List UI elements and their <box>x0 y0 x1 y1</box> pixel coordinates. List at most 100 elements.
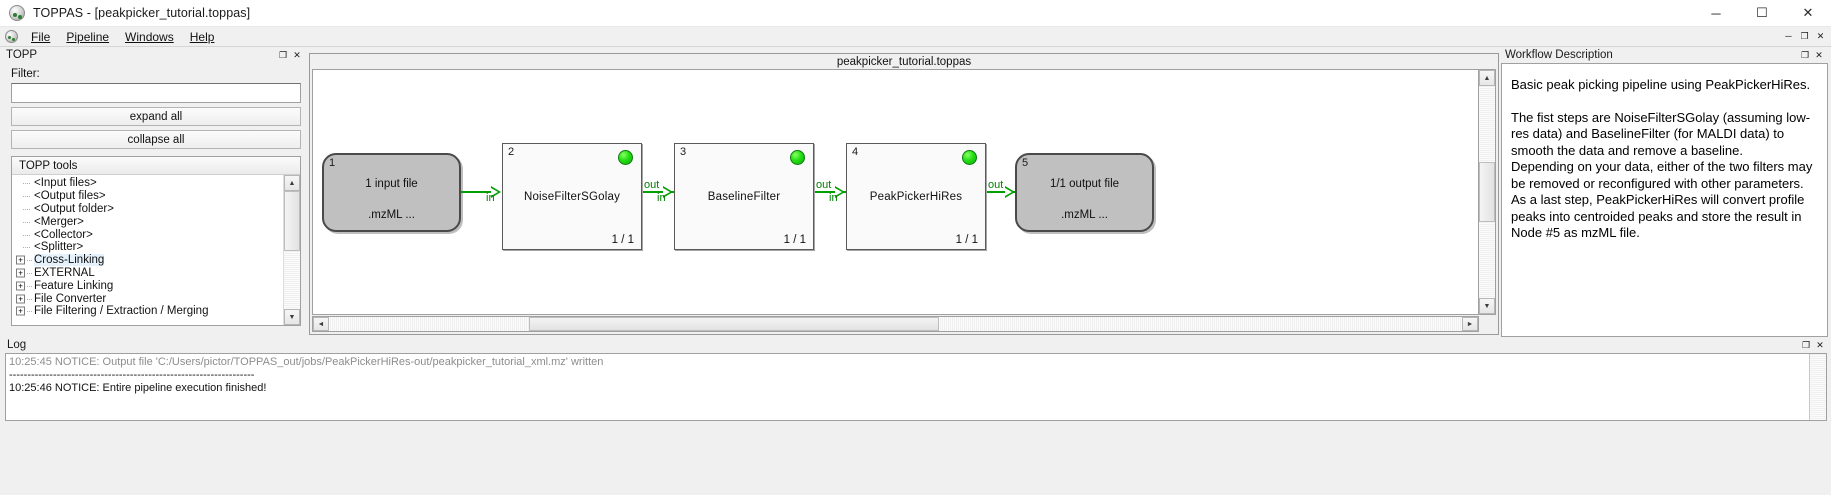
tree-header: TOPP tools <box>12 157 300 175</box>
node-3-number: 3 <box>680 146 687 158</box>
edge-2-to-3 <box>643 191 675 193</box>
canvas-scroll-right-icon[interactable]: ► <box>1462 317 1478 331</box>
menu-bar: File Pipeline Windows Help ─ ❐ ✕ <box>0 27 1831 47</box>
tree-scroll-thumb[interactable] <box>284 191 300 251</box>
tree-body: <Input files> <Output files> <Output fol… <box>12 175 300 325</box>
node-5-output-file[interactable]: 5 1/1 output file .mzML ... <box>1015 153 1154 232</box>
canvas-scroll-left-icon[interactable]: ◄ <box>313 317 329 331</box>
tree-item-feature-linking[interactable]: + Feature Linking <box>12 279 300 292</box>
tree-item-label: <Output folder> <box>34 202 114 215</box>
tree-item-file-filtering[interactable]: + File Filtering / Extraction / Merging <box>12 305 300 318</box>
filter-input[interactable] <box>11 83 301 103</box>
edge-3-to-4 <box>815 191 847 193</box>
topp-panel-title-bar: TOPP ❐ ✕ <box>2 47 306 63</box>
tree-item-file-converter[interactable]: + File Converter <box>12 292 300 305</box>
node-2-noisefiltersgolay[interactable]: 2 NoiseFilterSGolay 1 / 1 <box>502 143 642 250</box>
canvas-horizontal-scrollbar[interactable]: ◄ ► <box>312 316 1479 332</box>
tree-item-input-files[interactable]: <Input files> <box>12 177 300 190</box>
description-paragraph-4: As a last step, PeakPickerHiRes will con… <box>1511 192 1805 240</box>
pipeline-window: peakpicker_tutorial.toppas 1 1 input fil… <box>309 53 1499 335</box>
workflow-description-text[interactable]: Basic peak picking pipeline using PeakPi… <box>1501 63 1828 337</box>
mdi-restore-button[interactable]: ❐ <box>1800 31 1809 41</box>
workflow-description-close-icon[interactable]: ✕ <box>1815 49 1823 60</box>
edge-4-to-5-out-label: out <box>988 179 1004 191</box>
log-panel-close-icon[interactable]: ✕ <box>1816 339 1824 350</box>
tree-scroll-up-icon[interactable]: ▲ <box>284 175 300 191</box>
topp-panel-float-icon[interactable]: ❐ <box>278 49 288 60</box>
tree-item-label: File Filtering / Extraction / Merging <box>34 305 209 318</box>
menu-file-label: File <box>31 29 51 44</box>
tree-item-output-folder[interactable]: <Output folder> <box>12 203 300 216</box>
minimize-button[interactable]: ─ <box>1711 5 1721 21</box>
canvas-hscroll-track[interactable] <box>329 317 1462 331</box>
menu-windows[interactable]: Windows <box>117 29 182 45</box>
canvas-vscroll-thumb[interactable] <box>1479 162 1495 222</box>
canvas-hscroll-thumb[interactable] <box>529 317 939 331</box>
edge-2-to-3-out-label: out <box>644 179 660 191</box>
edge-3-to-4-out-label: out <box>816 179 832 191</box>
tree-item-external[interactable]: + EXTERNAL <box>12 267 300 280</box>
tree-scroll-down-icon[interactable]: ▼ <box>284 309 300 325</box>
canvas-scroll-up-icon[interactable]: ▲ <box>1479 70 1495 86</box>
node-1-title: 1 input file <box>365 177 418 190</box>
tree-item-merger[interactable]: <Merger> <box>12 215 300 228</box>
tree-item-label: File Converter <box>34 292 107 305</box>
tree-item-label: <Input files> <box>34 177 97 190</box>
menu-pipeline[interactable]: Pipeline <box>58 29 117 45</box>
node-2-title: NoiseFilterSGolay <box>523 190 621 203</box>
topp-tools-tree: TOPP tools <Input files> <Output files> … <box>11 156 301 326</box>
node-5-number: 5 <box>1022 157 1029 169</box>
tree-item-collector[interactable]: <Collector> <box>12 228 300 241</box>
description-paragraph-3: Depending on your data, either of the tw… <box>1511 159 1813 191</box>
tree-item-output-files[interactable]: <Output files> <box>12 190 300 203</box>
expand-all-button[interactable]: expand all <box>11 107 301 126</box>
edge-1-to-2-in-label: in <box>486 192 495 204</box>
tree-scroll-track[interactable] <box>284 251 300 309</box>
mdi-close-button[interactable]: ✕ <box>1816 31 1825 41</box>
log-output[interactable]: 10:25:45 NOTICE: Output file 'C:/Users/p… <box>5 353 1827 421</box>
node-4-title: PeakPickerHiRes <box>869 190 963 203</box>
canvas-vscroll-track-bottom[interactable] <box>1479 222 1495 298</box>
workflow-description-title-bar: Workflow Description ❐ ✕ <box>1501 47 1828 63</box>
topp-panel-close-icon[interactable]: ✕ <box>293 49 301 60</box>
maximize-button[interactable]: ☐ <box>1756 5 1768 20</box>
tree-item-label: Cross-Linking <box>34 254 105 267</box>
log-panel-float-icon[interactable]: ❐ <box>1801 339 1811 350</box>
tree-list: <Input files> <Output files> <Output fol… <box>12 175 300 318</box>
title-bar: TOPPAS - [peakpicker_tutorial.toppas] ─ … <box>0 0 1831 27</box>
edge-2-to-3-in-label: in <box>657 192 666 204</box>
node-4-peakpickerhires[interactable]: 4 PeakPickerHiRes 1 / 1 <box>846 143 986 250</box>
node-3-baselinefilter[interactable]: 3 BaselineFilter 1 / 1 <box>674 143 814 250</box>
tree-scrollbar[interactable]: ▲ ▼ <box>283 175 300 325</box>
log-line: ----------------------------------------… <box>9 369 255 381</box>
workflow-description-panel: Workflow Description ❐ ✕ Basic peak pick… <box>1501 47 1831 337</box>
node-5-title: 1/1 output file <box>1049 177 1120 190</box>
menu-help[interactable]: Help <box>182 29 223 45</box>
canvas-vertical-scrollbar[interactable]: ▲ ▼ <box>1479 69 1496 315</box>
canvas-scroll-down-icon[interactable]: ▼ <box>1479 298 1495 314</box>
collapse-all-button[interactable]: collapse all <box>11 130 301 149</box>
log-scroll-track[interactable] <box>1810 354 1826 420</box>
edge-4-to-5 <box>987 191 1017 193</box>
node-4-status-led-icon <box>962 150 977 165</box>
canvas-vscroll-track-top[interactable] <box>1479 86 1495 162</box>
log-panel-title: Log <box>7 339 27 351</box>
pipeline-area: peakpicker_tutorial.toppas 1 1 input fil… <box>306 47 1501 337</box>
mdi-minimize-button[interactable]: ─ <box>1785 31 1792 41</box>
node-1-input-file[interactable]: 1 1 input file .mzML ... <box>322 153 461 232</box>
tree-item-splitter[interactable]: <Splitter> <box>12 241 300 254</box>
log-scrollbar[interactable] <box>1809 354 1826 420</box>
menu-file[interactable]: File <box>23 29 58 45</box>
node-4-number: 4 <box>852 146 859 158</box>
tree-item-cross-linking[interactable]: + Cross-Linking <box>12 254 300 267</box>
workflow-description-float-icon[interactable]: ❐ <box>1800 49 1810 60</box>
description-paragraph-2: The fist steps are NoiseFilterSGolay (as… <box>1511 109 1811 158</box>
tree-item-label: <Collector> <box>34 228 93 241</box>
log-lines: 10:25:45 NOTICE: Output file 'C:/Users/p… <box>6 354 1809 420</box>
pipeline-canvas[interactable]: 1 1 input file .mzML ... in 2 <box>312 69 1479 315</box>
node-3-progress: 1 / 1 <box>783 234 806 246</box>
close-button[interactable]: ✕ <box>1802 5 1814 20</box>
log-line: 10:25:46 NOTICE: Entire pipeline executi… <box>9 382 267 394</box>
status-bar <box>0 424 1831 434</box>
tree-item-label: <Output files> <box>34 190 106 203</box>
